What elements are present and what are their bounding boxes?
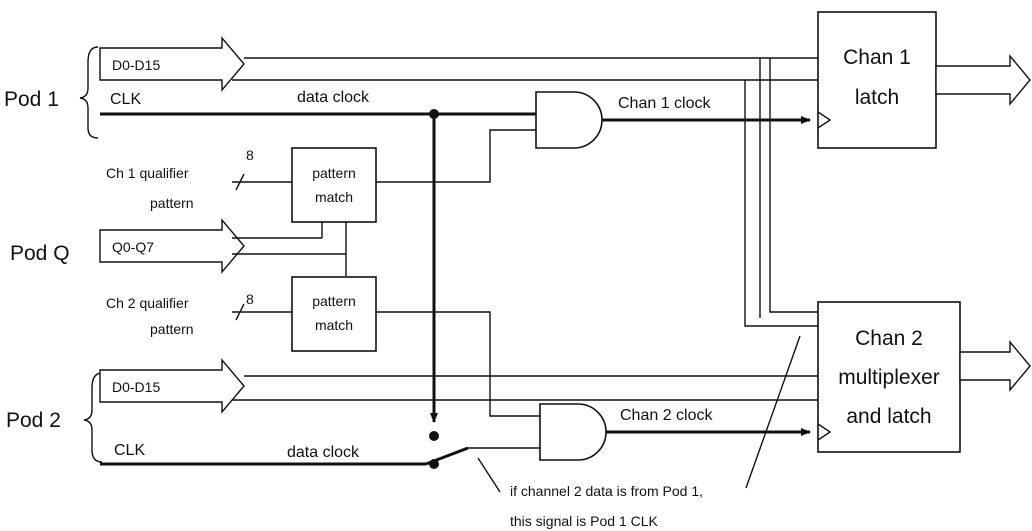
ch1-qualifier-wire xyxy=(232,173,292,191)
podq-data-label: Q0-Q7 xyxy=(112,239,154,255)
chan2-multiplexer-latch xyxy=(817,301,961,453)
annotation-pointer-switch xyxy=(477,457,501,493)
data-clock-2-label: data clock xyxy=(287,444,360,461)
pod1-data-bus xyxy=(99,36,245,92)
clock-select-switch xyxy=(425,446,469,466)
pod2-clk-label: CLK xyxy=(114,442,145,459)
podq-tap-upper xyxy=(232,222,323,239)
pattern-match-2 xyxy=(291,276,377,352)
pod1-data-label: D0-D15 xyxy=(112,57,160,73)
switch-contact-pod1 xyxy=(429,431,439,441)
ch2-qualifier-line2: pattern xyxy=(150,321,194,337)
chan1-latch-clock-marker xyxy=(817,111,832,129)
pod2-bus-extension xyxy=(232,375,818,401)
chan2-output-bus xyxy=(959,340,1031,392)
ch1-qualifier-line2: pattern xyxy=(150,195,194,211)
annotation-line2: this signal is Pod 1 CLK xyxy=(510,513,659,529)
podq-data-bus xyxy=(99,218,245,274)
pattern-match-2-output xyxy=(376,311,540,417)
data-clock-1-label: data clock xyxy=(297,89,370,106)
podq-label: Pod Q xyxy=(10,242,70,265)
annotation-line1: if channel 2 data is from Pod 1, xyxy=(510,483,703,499)
pod1-bus-to-chan2-upper xyxy=(769,58,818,313)
pod1-clk-label: CLK xyxy=(110,91,141,108)
chan1-latch-line2: latch xyxy=(855,86,899,109)
ch1-qualifier-width: 8 xyxy=(246,147,254,163)
chan2-latch-line2: multiplexer xyxy=(838,366,940,389)
chan1-latch xyxy=(817,11,937,149)
chan1-output-bus xyxy=(935,54,1031,106)
pod2-brace xyxy=(83,372,103,463)
pod2-data-label: D0-D15 xyxy=(112,379,160,395)
pattern-match-2-line2: match xyxy=(315,317,353,333)
chan2-clock-label: Chan 2 clock xyxy=(620,407,713,424)
ch1-qualifier-line1: Ch 1 qualifier xyxy=(106,165,189,181)
chan1-latch-line1: Chan 1 xyxy=(843,46,911,69)
pattern-match-1 xyxy=(291,147,377,223)
ch2-qualifier-width: 8 xyxy=(246,291,254,307)
ch2-qualifier-line1: Ch 2 qualifier xyxy=(106,295,189,311)
and-gate-chan1 xyxy=(535,91,603,149)
ch2-qualifier-wire xyxy=(232,303,292,321)
chan1-clock-label: Chan 1 clock xyxy=(618,95,711,112)
pattern-match-1-output xyxy=(376,129,536,183)
chan2-latch-line3: and latch xyxy=(846,405,931,428)
pod2-label: Pod 2 xyxy=(6,409,61,432)
chan2-latch-clock-marker xyxy=(817,423,832,441)
pattern-match-1-line1: pattern xyxy=(312,165,356,181)
and-gate-chan2 xyxy=(539,403,607,461)
pod1-brace xyxy=(79,46,99,139)
pod2-data-bus xyxy=(99,358,245,414)
annotation-pointer-bus xyxy=(745,335,801,489)
pod1-bus-to-chan2-lower xyxy=(744,80,818,327)
pattern-match-2-line1: pattern xyxy=(312,293,356,309)
podq-tap-lower xyxy=(232,222,347,276)
pod1-bus-extension xyxy=(232,57,818,81)
pod1-label: Pod 1 xyxy=(4,88,59,111)
chan2-latch-line1: Chan 2 xyxy=(855,327,923,350)
pattern-match-1-line2: match xyxy=(315,189,353,205)
